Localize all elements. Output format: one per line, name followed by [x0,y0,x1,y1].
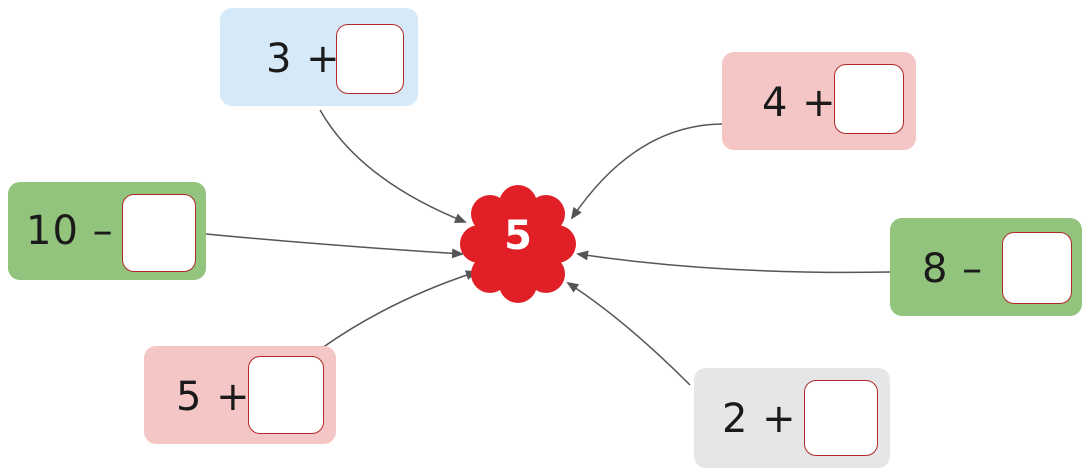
answer-input-box[interactable] [122,194,196,272]
answer-input-box[interactable] [834,64,904,134]
card-expression: 2 + [722,396,797,442]
card-middle-right: 8 – [890,218,1082,316]
card-bottom-right: 2 + [694,368,890,468]
center-flower-shape [460,185,576,303]
answer-input-box[interactable] [804,380,878,456]
card-top-right: 4 + [722,52,916,150]
answer-input-box[interactable] [336,24,404,94]
card-expression: 4 + [762,80,837,126]
center-value: 5 [504,213,532,259]
card-top-left: 3 + [220,8,418,106]
arrow-bottom-right [566,281,691,386]
arrow-middle-left [205,233,464,259]
answer-input-box[interactable] [1002,232,1072,304]
card-expression: 5 + [176,374,251,420]
card-expression: 3 + [266,36,341,82]
card-expression: 8 – [922,246,984,292]
arrow-top-left [319,109,467,223]
card-middle-left: 10 – [8,182,206,280]
card-expression: 10 – [26,208,114,254]
arrow-bottom-left [321,270,478,349]
arrow-top-right [570,123,723,220]
answer-input-box[interactable] [248,356,324,434]
card-bottom-left: 5 + [144,346,336,444]
arrow-middle-right [576,250,891,274]
